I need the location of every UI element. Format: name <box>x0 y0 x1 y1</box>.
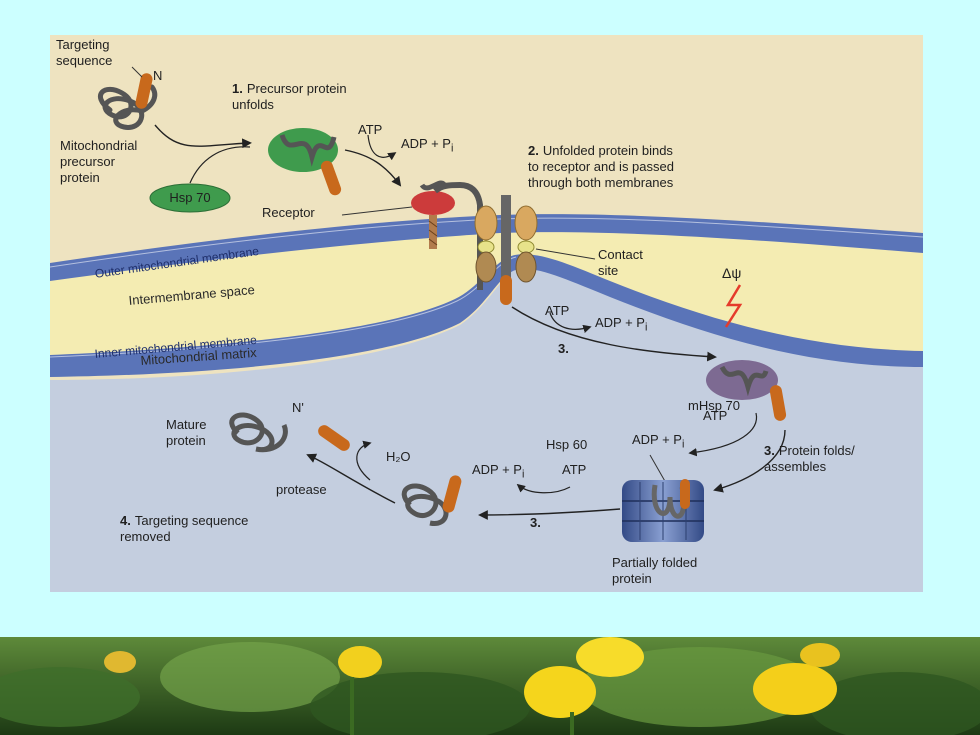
targeting-sequence-label: Targeting sequence <box>56 37 113 68</box>
n-terminus-label: N <box>153 68 163 83</box>
protein-import-diagram: Targeting sequence N Mitochondrial precu… <box>50 35 923 592</box>
hsp70-label: Hsp 70 <box>169 190 211 205</box>
diagram-graphics <box>50 66 923 592</box>
adp-label-1: ADP + Pi <box>401 136 454 155</box>
protease-label: protease <box>276 482 327 497</box>
atp-label-1: ATP <box>358 122 383 137</box>
atp-label-2: ATP <box>545 303 570 318</box>
step-3-import: 3. <box>558 341 569 356</box>
atp-label-4: ATP <box>562 462 587 477</box>
outer-translocase-left <box>474 205 498 241</box>
decorative-flower-photo <box>0 637 980 735</box>
mature-protein-label: Mature protein <box>166 417 207 448</box>
partially-folded-label: Partially folded protein <box>612 555 698 586</box>
receptor-label: Receptor <box>262 205 315 220</box>
cleaved-targeting-tag <box>318 425 350 451</box>
matrix-region <box>50 266 923 592</box>
mhsp70-label: mHsp 70 <box>688 398 741 413</box>
mhsp70-chaperone <box>706 360 778 400</box>
step-3-folds: 3.Protein folds/ assembles <box>764 443 855 474</box>
precursor-coil <box>98 84 158 130</box>
intermembrane-region <box>50 232 923 355</box>
delta-psi-label: Δψ <box>722 265 742 281</box>
hsp60-barrel <box>622 479 704 542</box>
step-2: 2.Unfolded protein binds to receptor and… <box>528 143 674 190</box>
step-4: 4.Targeting sequence removed <box>120 513 249 544</box>
mature-protein-coil <box>229 412 288 453</box>
step-3-release: 3. <box>530 515 541 530</box>
membrane-potential-bolt <box>724 284 743 328</box>
adp-label-2: ADP + Pi <box>595 315 648 334</box>
n-prime-label: N' <box>292 400 304 415</box>
contact-site-label: Contact site <box>598 247 643 278</box>
adp-label-3: ADP + Pi <box>632 432 685 451</box>
water-label: H₂O <box>386 449 411 464</box>
step-1: 1.Precursor protein unfolds <box>232 81 347 112</box>
outer-membrane <box>50 214 923 281</box>
mitochondrial-precursor-label: Mitochondrial precursor protein <box>60 138 138 185</box>
receptor-body <box>411 191 455 215</box>
adp-label-4: ADP + Pi <box>472 462 525 481</box>
inner-membrane <box>50 252 923 377</box>
hsp60-label: Hsp 60 <box>546 437 588 452</box>
targeting-tag-1 <box>135 73 153 109</box>
hsp70-chaperone <box>149 183 231 213</box>
atp-label-3: ATP <box>703 408 728 423</box>
inner-translocase-left <box>475 251 497 283</box>
